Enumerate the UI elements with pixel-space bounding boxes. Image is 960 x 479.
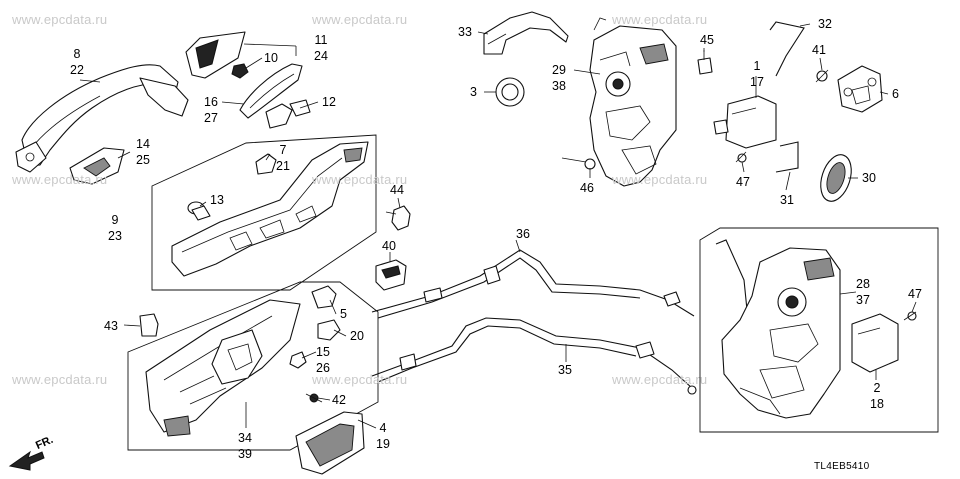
rod-31: [775, 141, 799, 173]
callout-44: 44: [390, 183, 404, 197]
grommet-30: [820, 154, 852, 202]
grommet: [231, 63, 249, 79]
handle-cover: [239, 63, 303, 119]
callout-36: 36: [516, 227, 530, 241]
watermark: www.epcdata.ru: [12, 172, 108, 187]
callout-47a: 47: [736, 175, 750, 189]
watermark: www.epcdata.ru: [612, 12, 708, 27]
callout-6: 6: [892, 87, 899, 101]
front-door-lock: [589, 17, 677, 187]
callout-40: 40: [382, 239, 396, 253]
screw-46: [561, 157, 596, 170]
actuator-2: [851, 313, 899, 373]
outside-handle: [15, 64, 189, 173]
front-arrow: [8, 450, 45, 471]
group-box-34: [127, 281, 379, 451]
clip-43: [139, 313, 159, 337]
screw-41: [815, 69, 829, 83]
watermark: www.epcdata.ru: [312, 172, 408, 187]
escutcheon: [295, 411, 365, 475]
callout-3: 3: [470, 85, 477, 99]
group-box-9: [151, 134, 377, 291]
screw-45: [697, 50, 713, 75]
callout-12: 12: [322, 95, 336, 109]
striker-6: [837, 65, 883, 113]
callout-5: 5: [340, 307, 347, 321]
ring-3: [495, 77, 525, 107]
screw-47b: [903, 311, 917, 321]
watermark: www.epcdata.ru: [612, 172, 708, 187]
leader-lines: [79, 23, 917, 429]
callout-35: 35: [558, 363, 572, 377]
clip-7: [255, 153, 277, 175]
watermark: www.epcdata.ru: [612, 372, 708, 387]
watermark: www.epcdata.ru: [12, 372, 108, 387]
callout-45: 45: [700, 33, 714, 47]
clip-15: [289, 351, 307, 369]
callout-41: 41: [812, 43, 826, 57]
callout-31: 31: [780, 193, 794, 207]
callout-43: 43: [104, 319, 118, 333]
actuator-1: [713, 95, 777, 149]
watermark: www.epcdata.ru: [312, 372, 408, 387]
diagram-code: TL4EB5410: [814, 461, 870, 472]
callout-10: 10: [264, 51, 278, 65]
screw-47a: [735, 151, 747, 163]
callout-46: 46: [580, 181, 594, 195]
handle-base: [171, 141, 369, 277]
clip-5: [311, 285, 337, 309]
callout-13: 13: [210, 193, 224, 207]
connector-40: [375, 259, 407, 291]
callout-32: 32: [818, 17, 832, 31]
plug-13: [187, 201, 211, 221]
handle-insert: [69, 147, 125, 185]
screw-42: [305, 393, 323, 403]
rear-door-lock: [715, 239, 841, 419]
clip-20: [317, 319, 341, 341]
rod-32: [769, 21, 805, 77]
watermark: www.epcdata.ru: [12, 12, 108, 27]
watermark: www.epcdata.ru: [312, 12, 408, 27]
callout-30: 30: [862, 171, 876, 185]
callout-33: 33: [458, 25, 472, 39]
cover-33: [483, 11, 569, 55]
callout-20: 20: [350, 329, 364, 343]
group-box-28: [699, 227, 939, 433]
small-clip: [265, 99, 311, 129]
inside-handle-housing: [145, 299, 301, 437]
cable-36: [371, 249, 695, 319]
cable-35: [371, 317, 697, 395]
callout-42: 42: [332, 393, 346, 407]
bolt-44: [385, 205, 411, 231]
callout-47b: 47: [908, 287, 922, 301]
handle-cap: [185, 31, 246, 79]
